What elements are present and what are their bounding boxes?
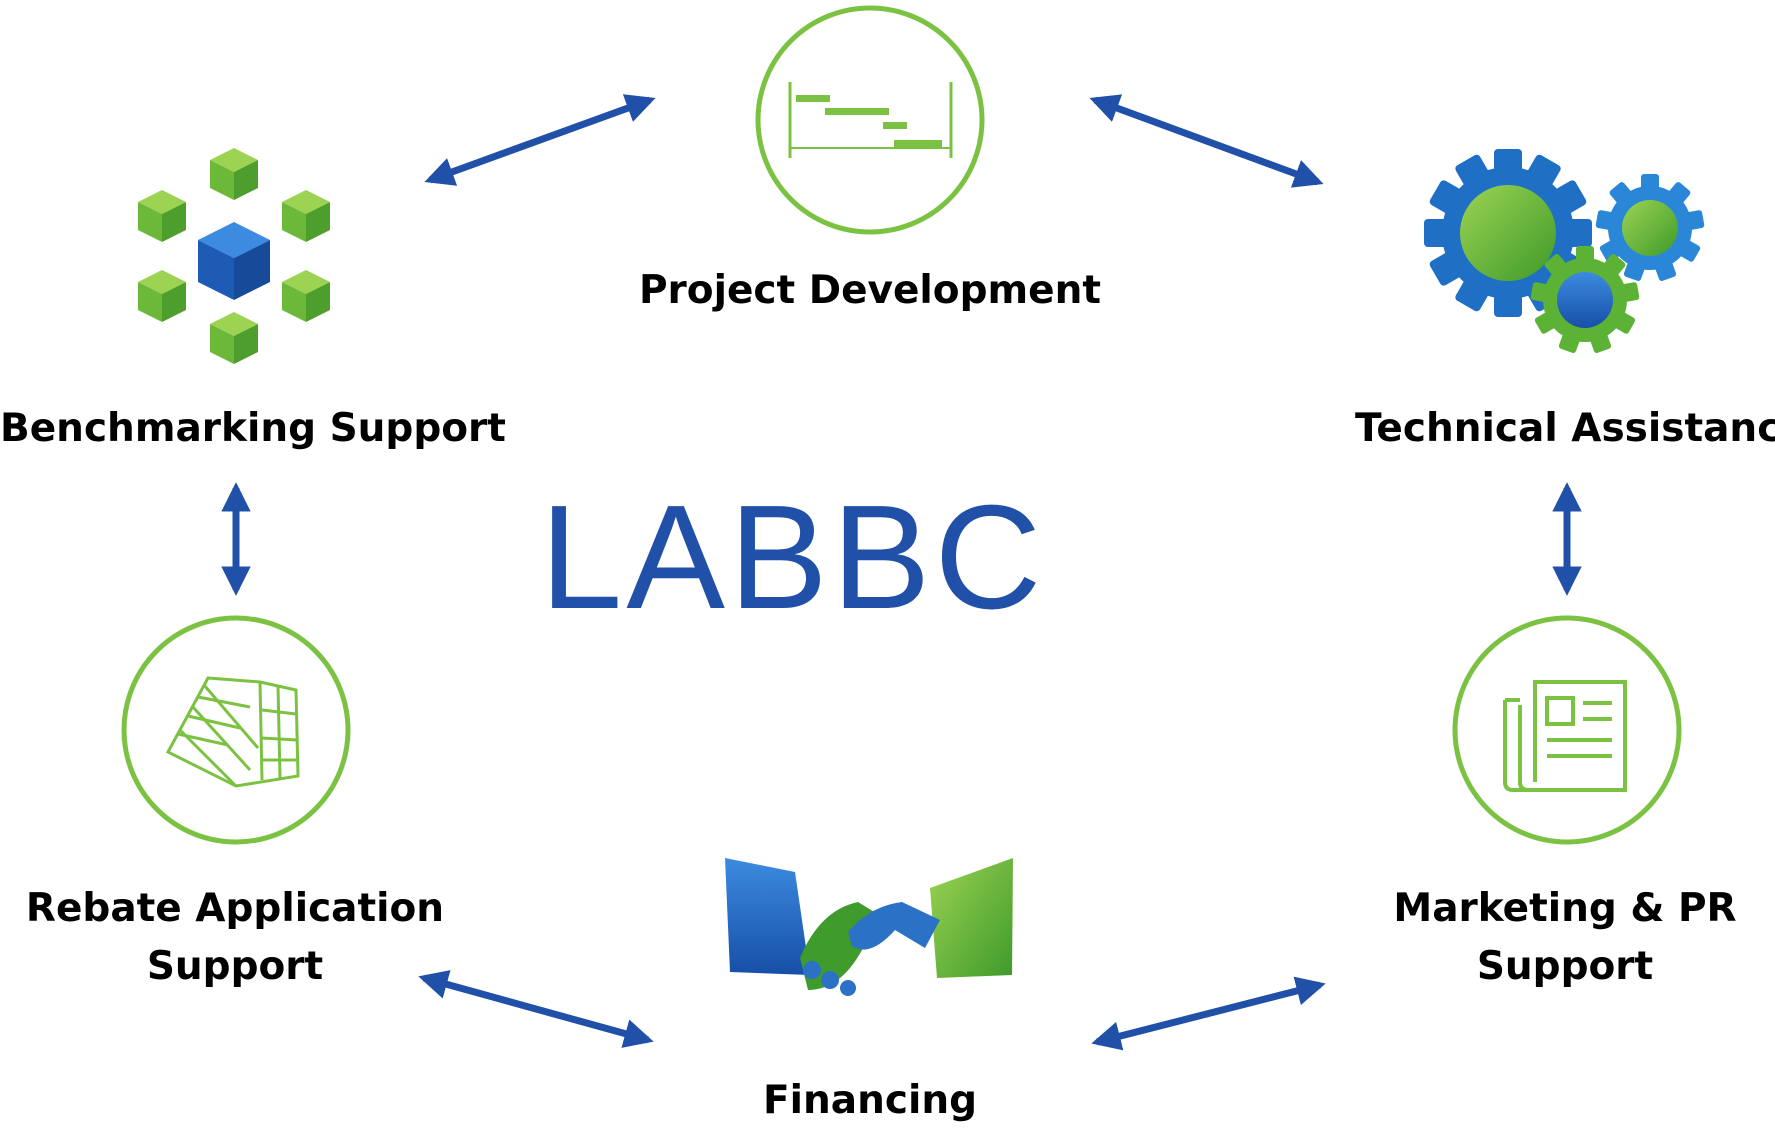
newspaper-icon [1452, 615, 1682, 845]
handshake-icon [725, 858, 1013, 996]
rebate-application-label-line1: Rebate Application [25, 886, 445, 931]
benchmarking-support-label: Benchmarking Support [0, 406, 506, 451]
technical-assistance-label: Technical Assistance [1355, 406, 1775, 451]
marketing-pr-label-line2: Support [1476, 944, 1654, 989]
cube-network-icon [138, 148, 330, 364]
center-title: LABBC [540, 475, 1046, 640]
gantt-chart-icon [755, 5, 985, 235]
gears-icon [1424, 149, 1705, 353]
rebate-application-label-line2: Support [146, 944, 324, 989]
arrow-benchmarking-project [424, 94, 656, 186]
arrow-marketing-financing [1091, 976, 1326, 1051]
marketing-pr-label-line1: Marketing & PR [1393, 886, 1737, 931]
financing-label: Financing [762, 1078, 978, 1123]
arrow-project-technical [1089, 94, 1324, 188]
project-development-label: Project Development [638, 268, 1102, 313]
data-grid-cube-icon [121, 615, 351, 845]
arrow-financing-rebate [418, 970, 654, 1048]
